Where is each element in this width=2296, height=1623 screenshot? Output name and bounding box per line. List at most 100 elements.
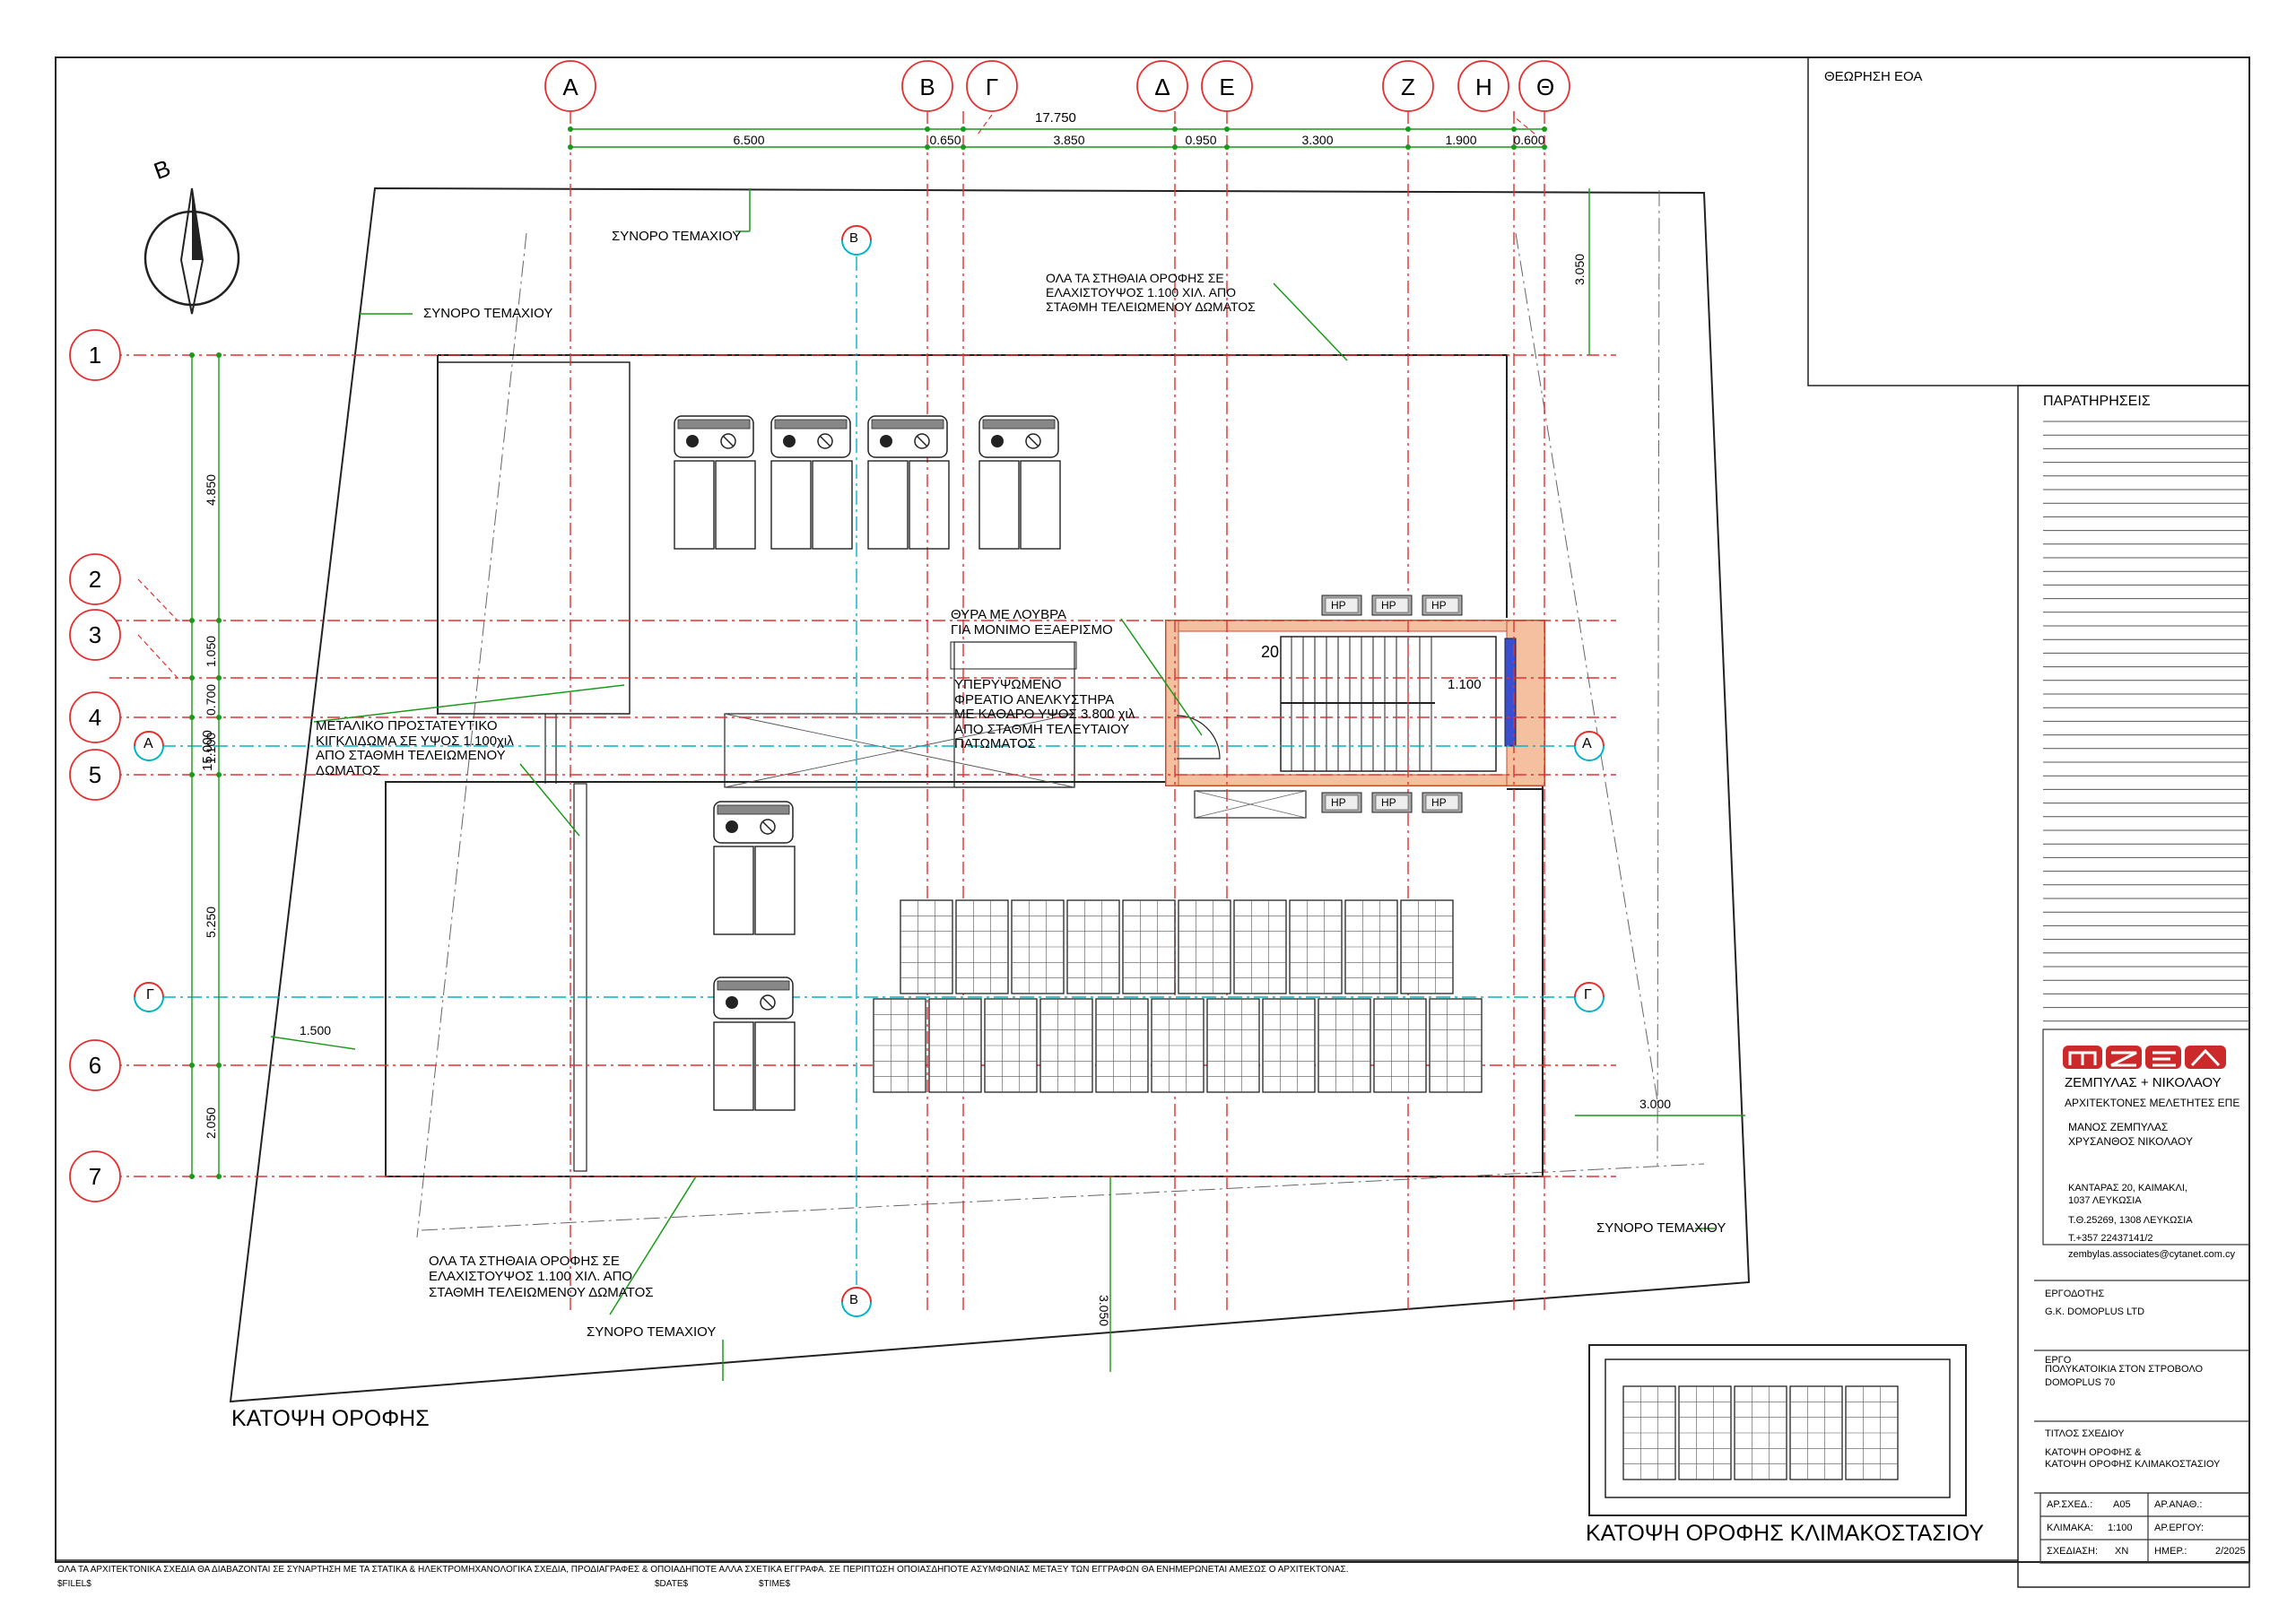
dim-left-segment: 2.050 bbox=[204, 1107, 218, 1139]
drawing-no-label: ΑΡ.ΣΧΕΔ.: bbox=[2047, 1499, 2093, 1510]
grid-col-label: Ε bbox=[1219, 74, 1235, 100]
grid-col-label: Β bbox=[919, 74, 935, 100]
dim-top-segment: 6.500 bbox=[733, 133, 765, 147]
solar-panel bbox=[928, 998, 982, 1093]
dim-left-segment: 5.250 bbox=[204, 906, 218, 938]
section-marker-a-right: Α bbox=[1582, 736, 1592, 751]
leader-lines bbox=[313, 188, 1715, 1381]
company-phone: Τ.+357 22437141/2 bbox=[2068, 1233, 2153, 1244]
grid-col-bubble bbox=[1518, 60, 1570, 112]
title-label: ΤΙΤΛΟΣ ΣΧΕΔΙΟΥ bbox=[2045, 1428, 2125, 1439]
stair-roof-plan-inset bbox=[1588, 1344, 1967, 1516]
north-arrow bbox=[144, 187, 240, 315]
logo-box bbox=[2042, 1028, 2250, 1245]
solar-panel bbox=[1318, 998, 1371, 1093]
inset-solar-panels bbox=[1622, 1385, 1899, 1480]
solar-panels bbox=[873, 899, 1483, 1093]
grid-row-label: 7 bbox=[88, 1163, 102, 1190]
boundary-label-top: ΣΥΝΟΡΟ ΤΕΜΑΧΙΟΥ bbox=[612, 229, 742, 244]
solar-panel bbox=[1845, 1385, 1899, 1480]
dim-top-segment: 0.650 bbox=[929, 133, 961, 147]
solar-panel bbox=[1233, 899, 1287, 994]
dim-top-segment: 0.600 bbox=[1513, 133, 1545, 147]
dim-boundary-right: 3.000 bbox=[1639, 1097, 1672, 1111]
grid-col-bubble bbox=[1136, 60, 1188, 112]
project-no-label: ΑΡ.ΕΡΓΟΥ: bbox=[2154, 1523, 2205, 1533]
revision-label: ΑΡ.ΑΝΑΘ.: bbox=[2154, 1499, 2203, 1510]
drawn-value: ΧΝ bbox=[2115, 1546, 2129, 1557]
ac-unit bbox=[713, 801, 796, 935]
grid-row-label: 6 bbox=[88, 1052, 102, 1079]
grid-bubbles bbox=[69, 60, 1570, 1202]
grid-col-bubble bbox=[966, 60, 1018, 112]
solar-panel bbox=[900, 899, 953, 994]
dim-left-segment: 4.850 bbox=[204, 473, 218, 506]
hp-label: HP bbox=[1381, 796, 1396, 809]
dim-left-segment: 1.050 bbox=[204, 635, 218, 667]
ac-unit bbox=[867, 415, 950, 550]
company-name: ΖΕΜΠΥΛΑΣ + ΝΙΚΟΛΑΟΥ bbox=[2065, 1075, 2222, 1090]
scale-value: 1:100 bbox=[2108, 1523, 2133, 1533]
solar-panel bbox=[1789, 1385, 1843, 1480]
grid-col-label: Δ bbox=[1154, 74, 1170, 100]
grid-col-bubble bbox=[1457, 60, 1509, 112]
scale-label: ΚΛΙΜΑΚΑ: bbox=[2047, 1523, 2093, 1533]
setback-lines bbox=[416, 189, 1705, 1238]
solar-panel bbox=[1734, 1385, 1787, 1480]
dim-left-segment: 0.700 bbox=[204, 683, 218, 716]
site-boundary bbox=[229, 187, 1751, 1403]
ac-unit bbox=[674, 415, 756, 550]
eoa-label: ΘΕΩΡΗΣΗ ΕΟΑ bbox=[1824, 69, 1923, 84]
solar-panel bbox=[1151, 998, 1205, 1093]
solar-panel bbox=[1400, 899, 1454, 994]
hp-label: HP bbox=[1381, 599, 1396, 612]
grid-col-label: Θ bbox=[1536, 74, 1555, 100]
plan-title: ΚΑΤΟΨΗ ΟΡΟΦΗΣ bbox=[231, 1406, 430, 1431]
solar-panel bbox=[1122, 899, 1176, 994]
grid-row-label: 1 bbox=[88, 342, 102, 369]
company-subtitle: ΑΡΧΙΤΕΚΤΟΝΕΣ ΜΕΛΕΤΗΤΕΣ ΕΠΕ bbox=[2065, 1097, 2240, 1109]
grid-col-bubble bbox=[1382, 60, 1434, 112]
solar-panel bbox=[955, 899, 1009, 994]
ac-unit bbox=[713, 976, 796, 1111]
solar-panel bbox=[1178, 899, 1231, 994]
hp-label: HP bbox=[1331, 796, 1346, 809]
grid-col-bubble bbox=[901, 60, 953, 112]
boundary-label-right: ΣΥΝΟΡΟ ΤΕΜΑΧΙΟΥ bbox=[1596, 1220, 1726, 1236]
footer-time: $TIME$ bbox=[759, 1579, 791, 1589]
ac-unit bbox=[770, 415, 853, 550]
project-label: ΕΡΓΟ bbox=[2045, 1355, 2072, 1366]
stair-count: 20 bbox=[1261, 643, 1280, 661]
grid-row-label: 4 bbox=[88, 704, 102, 731]
solar-panel bbox=[1066, 899, 1120, 994]
solar-panel bbox=[1095, 998, 1149, 1093]
solar-panel bbox=[1373, 998, 1427, 1093]
grid-col-label: Η bbox=[1475, 74, 1492, 100]
hp-label: HP bbox=[1431, 599, 1447, 612]
solar-panel bbox=[1678, 1385, 1732, 1480]
dim-boundary-top: 3.050 bbox=[1572, 253, 1587, 285]
grid-lines bbox=[109, 111, 1616, 1314]
grid-col-label: Ζ bbox=[1401, 74, 1415, 100]
title-block-frame bbox=[2017, 385, 2250, 1588]
drawn-label: ΣΧΕΔΙΑΣΗ: bbox=[2047, 1546, 2099, 1557]
company-po-box: Τ.Θ.25269, 1308 ΛΕΥΚΩΣΙΑ bbox=[2068, 1215, 2193, 1226]
grid-row-label: 2 bbox=[88, 566, 102, 593]
section-marker-b-top: Β bbox=[849, 230, 859, 246]
grid-row-label: 5 bbox=[88, 761, 102, 788]
grid-col-bubble bbox=[544, 60, 596, 112]
section-markers bbox=[134, 225, 1605, 1317]
section-marker-g-right: Γ bbox=[1584, 987, 1592, 1002]
solar-panel bbox=[1344, 899, 1398, 994]
solar-panel bbox=[873, 998, 926, 1093]
drawing-no-value: Α05 bbox=[2113, 1499, 2131, 1510]
client-label: ΕΡΓΟΔΟΤΗΣ bbox=[2045, 1289, 2105, 1299]
company-email: zembylas.associates@cytanet.com.cy bbox=[2068, 1249, 2236, 1260]
grid-col-label: Α bbox=[562, 74, 578, 100]
dimension-lines bbox=[189, 126, 1745, 1372]
